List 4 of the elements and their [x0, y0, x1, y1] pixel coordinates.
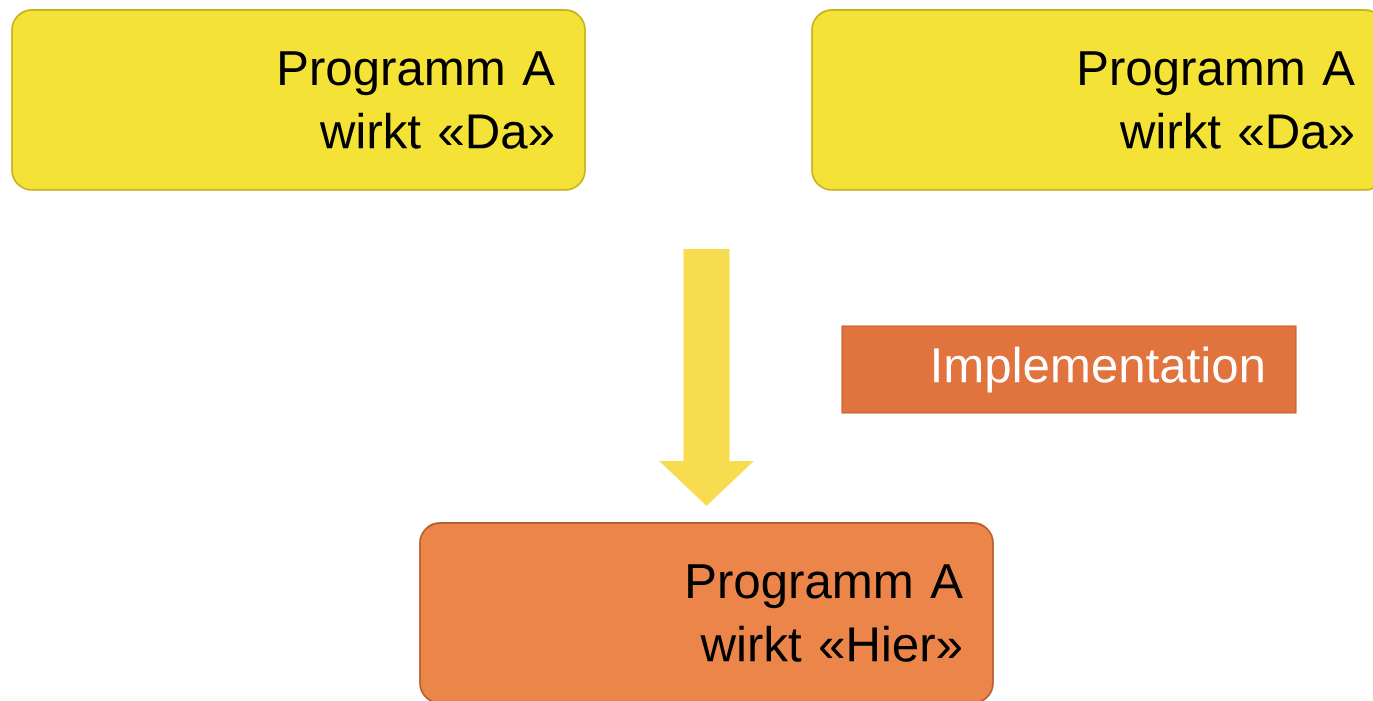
- rounded-box: Programm A wirkt «Hier»: [419, 522, 994, 701]
- rounded-box: Programm A wirkt «Da»: [811, 9, 1373, 191]
- label-box: Implementation: [841, 325, 1297, 414]
- rounded-box: Programm A wirkt «Da»: [11, 9, 586, 191]
